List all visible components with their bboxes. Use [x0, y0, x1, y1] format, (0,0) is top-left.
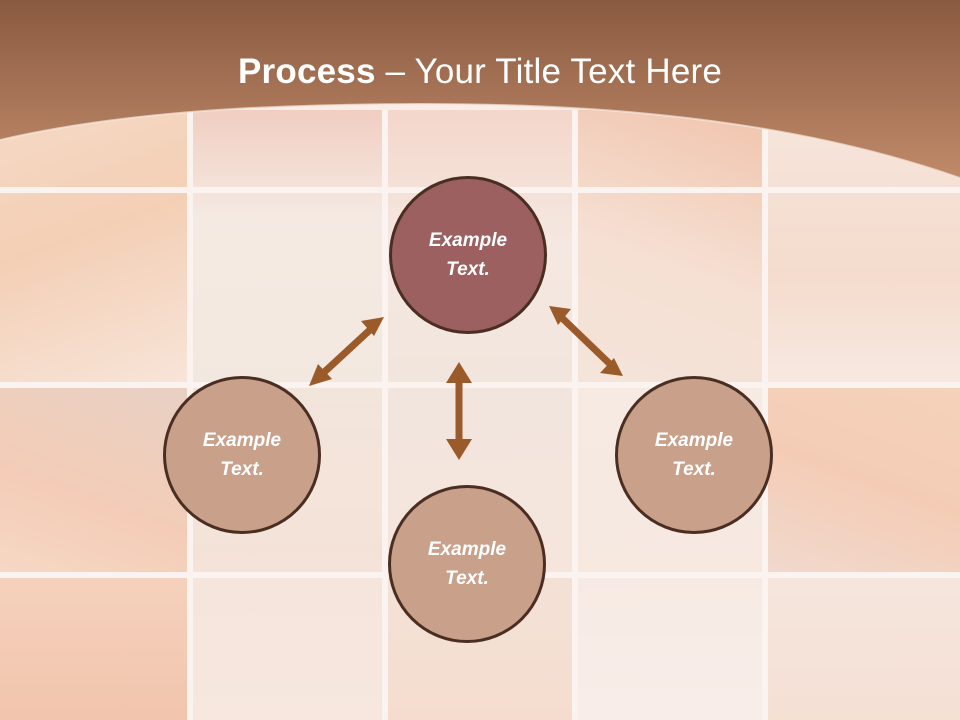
- header-band: [0, 0, 960, 179]
- node-right-label: Example Text.: [654, 430, 734, 480]
- node-left-label: Example Text.: [202, 430, 282, 480]
- grid-line: [0, 382, 960, 388]
- node-right: Example Text.: [615, 376, 773, 534]
- collage-tile: [575, 110, 765, 385]
- header-curve-highlight: [0, 102, 960, 179]
- collage-tile: [190, 110, 385, 385]
- arrow-vertical: [446, 362, 472, 460]
- node-left: Example Text.: [163, 376, 321, 534]
- collage-tile: [0, 110, 190, 385]
- grid-line: [382, 110, 388, 720]
- arrow-top-right: [549, 306, 623, 376]
- grid-line: [762, 110, 768, 720]
- slide-title: Process – Your Title Text Here: [0, 52, 960, 92]
- collage-tile: [0, 575, 190, 720]
- arrow-top-left: [309, 317, 384, 386]
- header-curve: [0, 0, 960, 178]
- title-rest: Your Title Text Here: [414, 52, 722, 91]
- title-bold: Process: [238, 52, 376, 91]
- node-top: Example Text.: [389, 176, 547, 334]
- collage-tile: [765, 385, 960, 575]
- collage-tile: [765, 575, 960, 720]
- node-top-label: Example Text.: [428, 230, 508, 280]
- collage-tile: [190, 575, 385, 720]
- title-dash: –: [375, 52, 415, 91]
- grid-line: [572, 110, 578, 720]
- collage-tile: [0, 385, 190, 575]
- collage-tile: [575, 575, 765, 720]
- node-bottom: Example Text.: [388, 485, 546, 643]
- node-bottom-label: Example Text.: [427, 539, 507, 589]
